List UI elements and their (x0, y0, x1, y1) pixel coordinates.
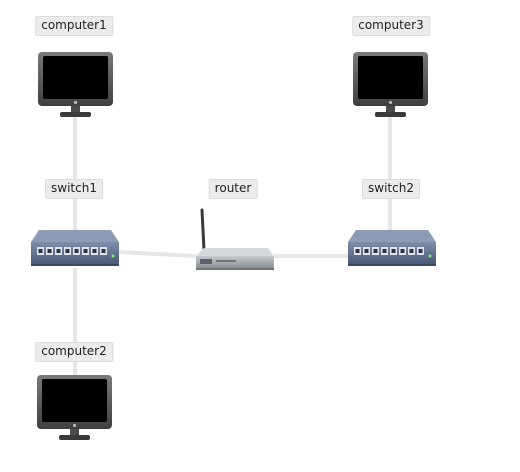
computer1-label: computer1 (35, 16, 113, 36)
computer1-icon[interactable] (38, 52, 113, 117)
computer3-icon[interactable] (353, 52, 428, 117)
router-label: router (208, 179, 258, 199)
link-switch1-router (117, 250, 197, 258)
router-icon[interactable] (196, 208, 274, 270)
switch1-icon[interactable] (31, 230, 119, 266)
computer2-icon[interactable] (37, 375, 112, 440)
computer3-label: computer3 (352, 16, 430, 36)
switch1-label: switch1 (45, 179, 103, 199)
computer2-label: computer2 (35, 342, 113, 362)
switch2-icon[interactable] (348, 230, 436, 266)
links (73, 110, 392, 375)
switch2-label: switch2 (362, 179, 420, 199)
